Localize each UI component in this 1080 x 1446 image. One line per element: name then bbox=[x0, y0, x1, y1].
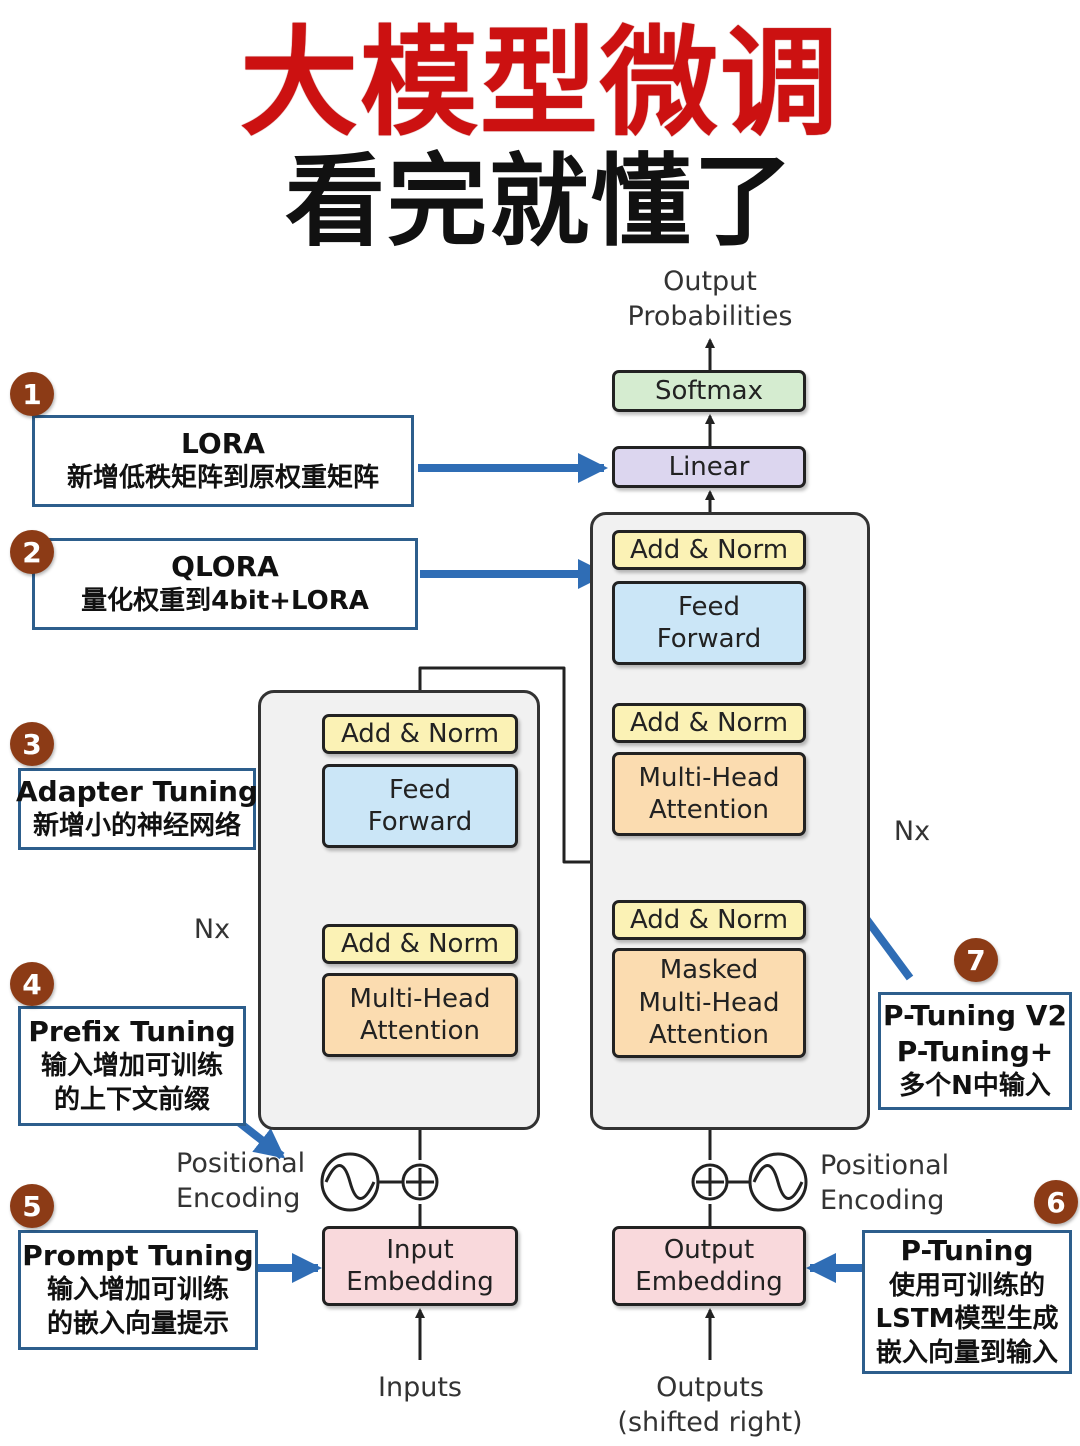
badge-2: 2 bbox=[10, 530, 54, 574]
decoder-plus-sign bbox=[696, 1168, 724, 1196]
arrow-prefix-to-positional bbox=[233, 1116, 286, 1160]
annotation-qlora: QLORA 量化权重到4bit+LORA bbox=[32, 538, 418, 630]
outputs-label: Outputs (shifted right) bbox=[617, 1372, 803, 1439]
softmax-block: Softmax bbox=[612, 370, 806, 412]
encoder-positional-label: Positional Encoding bbox=[176, 1148, 306, 1215]
page-subtitle: 看完就懂了 bbox=[285, 143, 795, 260]
encoder-multi-head-attention: Multi-Head Attention bbox=[322, 973, 518, 1057]
encoder-plus-sign bbox=[406, 1168, 434, 1196]
output-probabilities-label: Output Probabilities bbox=[627, 266, 793, 333]
decoder-sine-wave bbox=[752, 1164, 804, 1200]
input-embedding: Input Embedding bbox=[322, 1226, 518, 1306]
decoder-feed-forward: Feed Forward bbox=[612, 581, 806, 665]
decoder-multi-head-attention: Multi-Head Attention bbox=[612, 752, 806, 836]
decoder-add-norm-mid: Add & Norm bbox=[612, 703, 806, 743]
encoder-feed-forward: Feed Forward bbox=[322, 764, 518, 848]
decoder-positional-label: Positional Encoding bbox=[820, 1150, 950, 1217]
badge-4: 4 bbox=[10, 962, 54, 1006]
annotation-p-tuning-v2: P-Tuning V2 P-Tuning+ 多个N中输入 bbox=[878, 992, 1072, 1110]
output-embedding: Output Embedding bbox=[612, 1226, 806, 1306]
inputs-label: Inputs bbox=[378, 1372, 462, 1403]
page-title: 大模型微调 bbox=[239, 14, 840, 152]
decoder-masked-attention: Masked Multi-Head Attention bbox=[612, 948, 806, 1058]
badge-7: 7 bbox=[954, 938, 998, 982]
decoder-add-norm-top: Add & Norm bbox=[612, 530, 806, 570]
decoder-nx-label: Nx bbox=[893, 816, 931, 847]
badge-3: 3 bbox=[10, 722, 54, 766]
badge-1: 1 bbox=[10, 372, 54, 416]
encoder-nx-label: Nx bbox=[193, 914, 231, 945]
encoder-sine-wave bbox=[324, 1164, 376, 1200]
encoder-add-norm-top: Add & Norm bbox=[322, 714, 518, 754]
encoder-stack bbox=[258, 690, 540, 1130]
badge-5: 5 bbox=[10, 1184, 54, 1228]
annotation-prompt-tuning: Prompt Tuning 输入增加可训练 的嵌入向量提示 bbox=[18, 1230, 258, 1350]
annotation-prefix-tuning: Prefix Tuning 输入增加可训练 的上下文前缀 bbox=[18, 1006, 246, 1126]
annotation-adapter-tuning: Adapter Tuning 新增小的神经网络 bbox=[16, 768, 258, 850]
decoder-add-norm-bottom: Add & Norm bbox=[612, 900, 806, 940]
encoder-add-norm-bottom: Add & Norm bbox=[322, 924, 518, 964]
annotation-lora: LORA 新增低秩矩阵到原权重矩阵 bbox=[32, 415, 414, 507]
annotation-p-tuning: P-Tuning 使用可训练的 LSTM模型生成 嵌入向量到输入 bbox=[862, 1230, 1072, 1374]
badge-6: 6 bbox=[1034, 1180, 1078, 1224]
linear-block: Linear bbox=[612, 446, 806, 488]
